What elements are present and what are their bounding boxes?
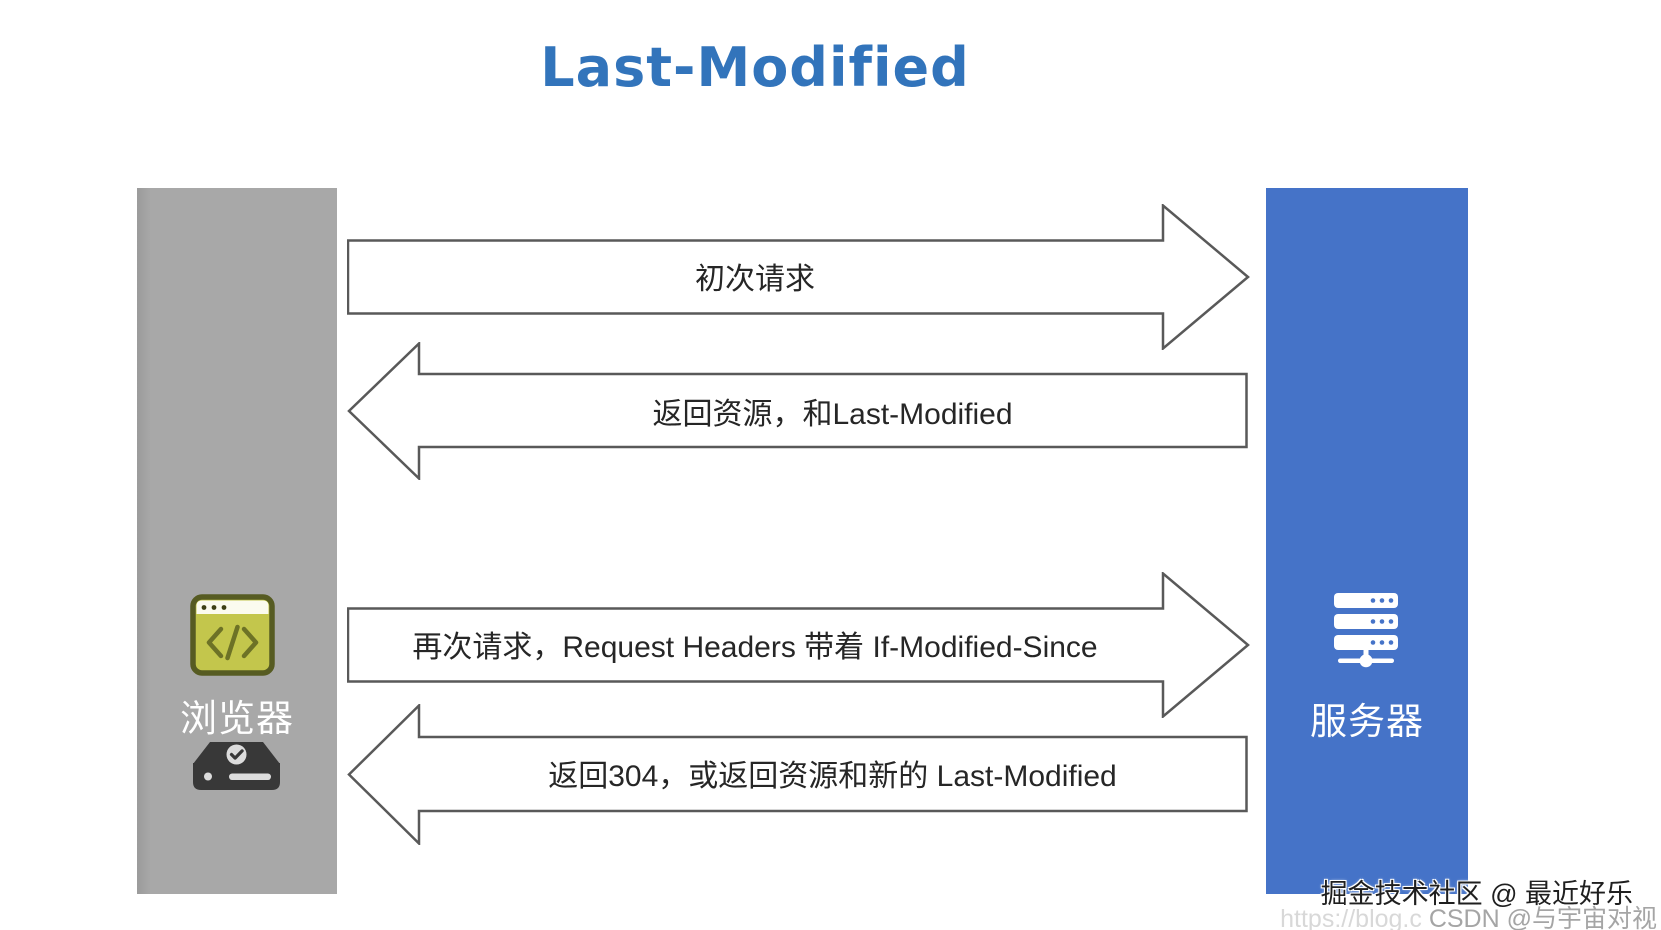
arrow-label-second-request: 再次请求，Request Headers 带着 If-Modified-Sinc… [412, 631, 1098, 664]
watermark-url-fragment: https://blog.c [1280, 905, 1422, 930]
page-title: Last-Modified [540, 36, 970, 99]
server-stack-icon [1334, 593, 1398, 671]
arrow-label-return-304: 返回304，或返回资源和新的 Last-Modified [548, 759, 1117, 793]
left-arrow-shape [347, 704, 1248, 845]
watermark-juejin: 掘金技术社区 @ 最近好乐 [1320, 879, 1633, 909]
arrow-return-304: 返回304，或返回资源和新的 Last-Modified [347, 704, 1248, 845]
server-column-label: 服务器 [1310, 701, 1424, 742]
arrow-initial-request: 初次请求 [347, 204, 1250, 350]
watermark-csdn-handle: CSDN @与宇宙对视 [1428, 905, 1657, 930]
arrow-label-initial-request: 初次请求 [695, 263, 815, 296]
watermark-csdn: https://blog.c CSDN @与宇宙对视 [1280, 899, 1657, 930]
right-arrow-shape [347, 572, 1250, 718]
browser-code-icon [190, 594, 275, 676]
browser-column: 浏览器 [137, 188, 337, 894]
server-column: 服务器 [1266, 188, 1468, 894]
arrow-second-request: 再次请求，Request Headers 带着 If-Modified-Sinc… [347, 572, 1250, 718]
arrow-label-return-resource: 返回资源，和Last-Modified [652, 397, 1013, 431]
left-arrow-shape [347, 342, 1248, 480]
browser-column-label: 浏览器 [180, 698, 294, 739]
arrow-return-resource: 返回资源，和Last-Modified [347, 342, 1248, 480]
right-arrow-shape [347, 204, 1250, 350]
disk-check-icon [193, 742, 280, 790]
